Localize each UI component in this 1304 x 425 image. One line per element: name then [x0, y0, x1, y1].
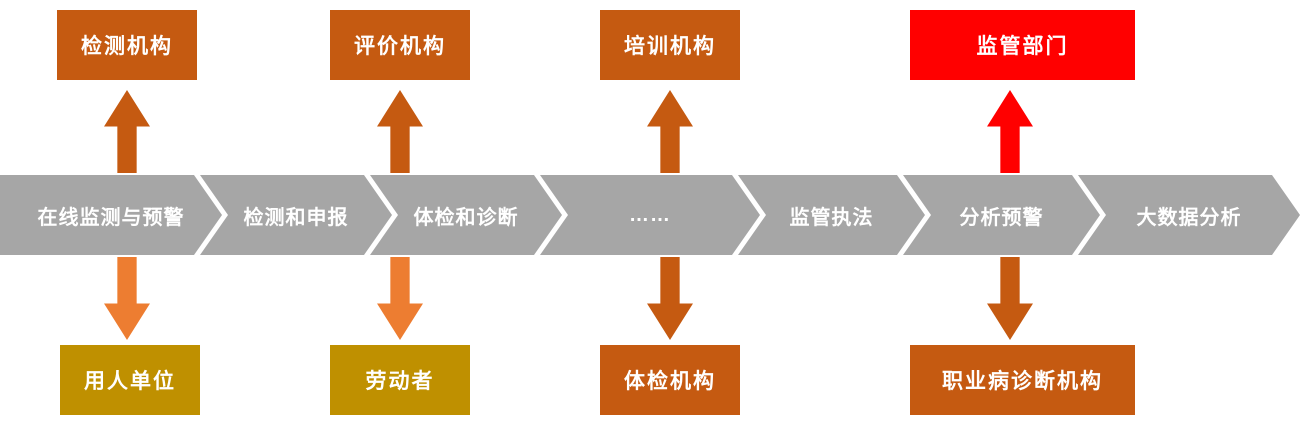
band-segment-supervision-enforcement: 监管执法: [738, 175, 925, 255]
box-occupational-disease-diagnosis-agency: 职业病诊断机构: [910, 345, 1135, 415]
arrow-down-to-physical-exam-agency: [647, 257, 693, 340]
arrow-up-to-supervision-department: [987, 90, 1033, 173]
box-training-agency: 培训机构: [600, 10, 740, 80]
band-segment-testing-declaration: 检测和申报: [200, 175, 392, 255]
box-supervision-department: 监管部门: [910, 10, 1135, 80]
box-worker: 劳动者: [330, 345, 470, 415]
box-evaluation-agency: 评价机构: [330, 10, 470, 80]
arrow-down-to-worker: [377, 257, 423, 340]
box-physical-exam-agency: 体检机构: [600, 345, 740, 415]
arrow-down-to-employer: [104, 257, 150, 340]
band-segment-analysis-warning: 分析预警: [903, 175, 1100, 255]
band-segment-physical-exam-diagnosis: 体检和诊断: [370, 175, 562, 255]
band-segment-big-data-analysis: 大数据分析: [1078, 175, 1300, 255]
box-employer: 用人单位: [60, 345, 200, 415]
arrow-up-to-testing-agency: [104, 90, 150, 173]
arrow-down-to-diagnosis-agency: [987, 257, 1033, 340]
arrow-up-to-evaluation-agency: [377, 90, 423, 173]
band-segment-online-monitoring-warning: 在线监测与预警: [0, 175, 222, 255]
box-testing-agency: 检测机构: [57, 10, 197, 80]
arrow-up-to-training-agency: [647, 90, 693, 173]
band-segment-ellipsis: ……: [540, 175, 760, 255]
